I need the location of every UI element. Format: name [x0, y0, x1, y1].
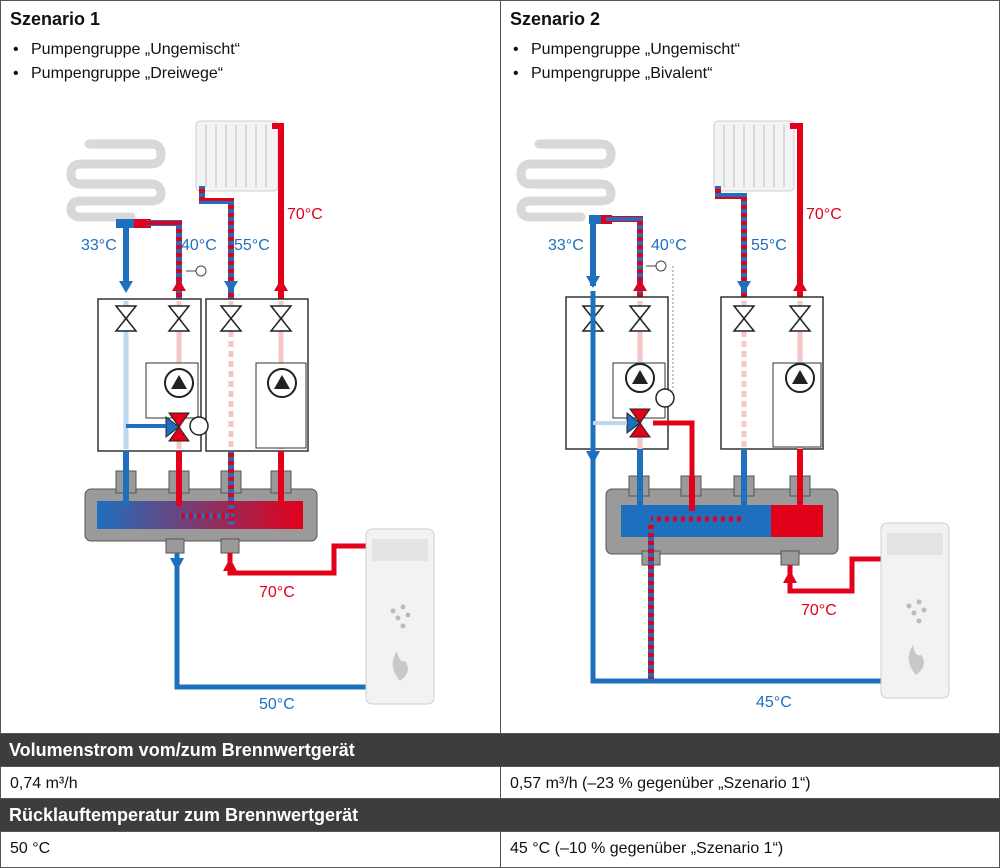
table-row-header: Volumenstrom vom/zum Brennwertgerät [0, 734, 1000, 766]
temp-label: 33°C [81, 237, 117, 254]
arrow-down-icon [224, 281, 238, 293]
temp-label: 33°C [548, 237, 584, 254]
valve-icon [114, 305, 293, 332]
arrow-down-icon [737, 281, 751, 293]
arrow-up-icon [793, 279, 807, 291]
arrow-down-icon [586, 276, 600, 288]
table-cell: 50 °C [0, 831, 501, 868]
temp-label: 40°C [651, 237, 687, 254]
arrow-up-icon [274, 279, 288, 291]
scenario-1-title: Szenario 1 [10, 9, 101, 29]
valve-icon [581, 305, 812, 332]
table-cell: 0,57 m³/h (–23 % gegenüber „Szenario 1“) [500, 766, 1000, 799]
radiator-icon [195, 120, 279, 192]
temp-label: 70°C [287, 206, 323, 223]
sensor-icon [195, 265, 207, 277]
temp-label: 40°C [181, 237, 217, 254]
arrow-down-icon [119, 281, 133, 293]
boiler-icon [365, 528, 435, 705]
arrow-up-icon [633, 279, 647, 291]
scenario-1-diagram: 33°C 40°C 55°C 70°C 70°C 50°C [66, 120, 435, 713]
return-pipe [590, 461, 881, 684]
return-pipe [174, 553, 366, 690]
scenario-2-diagram: 33°C 40°C 55°C 70°C 70°C 45°C [516, 120, 950, 711]
scenario-2-item: •Pumpengruppe „Bivalent“ [513, 65, 713, 82]
scenario-1-item: •Pumpengruppe „Ungemischt“ [13, 41, 240, 58]
arrow-up-icon [783, 570, 797, 583]
temp-label: 45°C [756, 694, 792, 711]
flow-pipe [227, 543, 366, 576]
arrow-down-icon [586, 451, 600, 464]
three-way-valve-icon [626, 388, 675, 438]
table-cell: 45 °C (–10 % gegenüber „Szenario 1“) [500, 831, 1000, 868]
sensor-icon [655, 260, 667, 272]
floor-heating-manifold-cold [116, 219, 134, 228]
arrow-up-icon [223, 558, 237, 571]
temp-label: 55°C [234, 237, 270, 254]
radiator-icon [713, 120, 795, 192]
temp-label: 50°C [259, 696, 295, 713]
scenario-1-panel: Szenario 1 •Pumpengruppe „Ungemischt“ •P… [0, 0, 501, 734]
table-cell: 0,74 m³/h [0, 766, 501, 799]
temp-label: 55°C [751, 237, 787, 254]
temp-label: 70°C [801, 602, 837, 619]
arrow-down-icon [170, 558, 184, 571]
scenario-2-item: •Pumpengruppe „Ungemischt“ [513, 41, 740, 58]
arrow-up-icon [172, 279, 186, 291]
pipe [146, 220, 182, 301]
scenario-2-panel: Szenario 2 •Pumpengruppe „Ungemischt“ •P… [500, 0, 1000, 734]
temp-label: 70°C [259, 584, 295, 601]
floor-heating-icon [516, 139, 616, 222]
boiler-icon [880, 522, 950, 699]
floor-heating-icon [66, 139, 166, 222]
table-row-header: Rücklauftemperatur zum Brennwertgerät [0, 799, 1000, 831]
scenario-1-item: •Pumpengruppe „Dreiwege“ [13, 65, 224, 82]
temp-label: 70°C [806, 206, 842, 223]
flow-pipe [787, 556, 881, 594]
pipe [272, 123, 284, 301]
scenario-2-title: Szenario 2 [510, 9, 601, 29]
pipe [199, 186, 234, 301]
